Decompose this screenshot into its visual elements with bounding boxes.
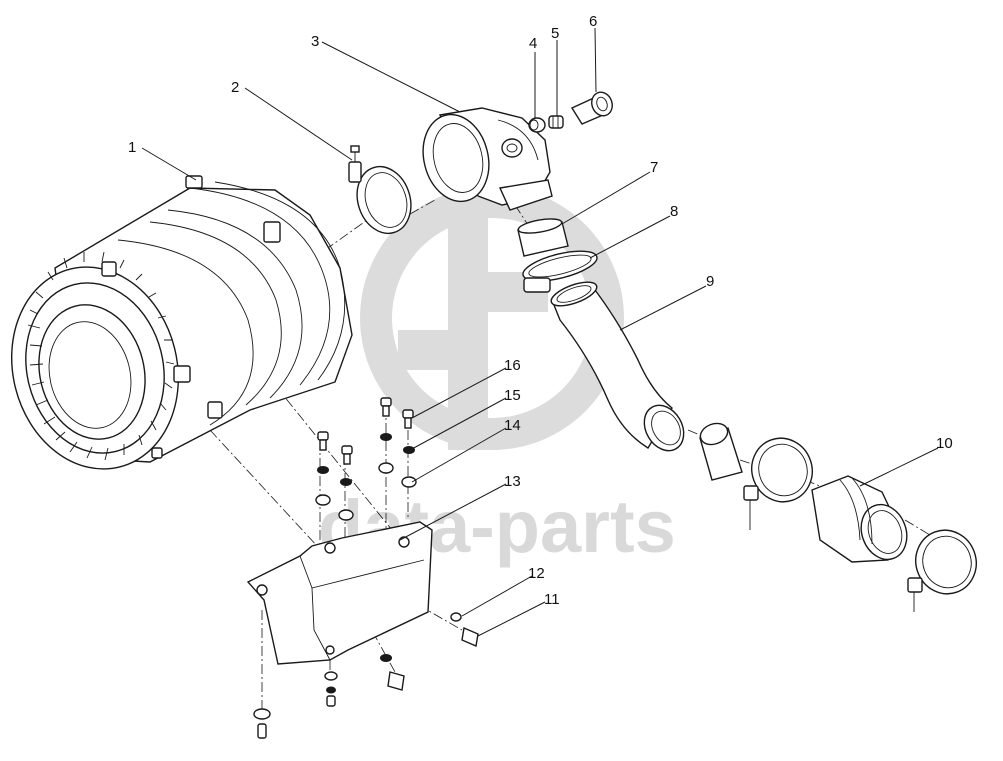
flat-washer-set[interactable]	[315, 462, 417, 521]
callout-labels: 1 2 3 4 5 6 7 8 9 10 11 12 13 14 15 16	[128, 13, 953, 608]
rubber-sleeve[interactable]	[517, 216, 569, 257]
callout-12: 12	[528, 565, 545, 582]
bolt-set-lower[interactable]	[253, 654, 405, 739]
callout-15: 15	[504, 387, 521, 404]
callout-6: 6	[589, 13, 597, 30]
hose-clamp-outlet-a[interactable]	[743, 430, 821, 530]
callout-9: 9	[706, 273, 714, 290]
hose-clamp-inlet[interactable]	[348, 145, 419, 240]
vacuator-cap[interactable]	[528, 117, 546, 133]
callout-2: 2	[231, 79, 239, 96]
callout-4: 4	[529, 35, 537, 52]
callout-8: 8	[670, 203, 678, 220]
bolt-and-washer-side[interactable]	[450, 612, 479, 647]
outlet-adapter[interactable]	[811, 475, 914, 566]
coupler-sleeve[interactable]	[697, 420, 743, 481]
hose-clamp-mid[interactable]	[520, 245, 600, 293]
bolt-set-upper[interactable]	[317, 397, 414, 465]
sleeve-indicator[interactable]	[570, 89, 616, 125]
mounting-bracket[interactable]	[246, 521, 433, 665]
callout-1: 1	[128, 139, 136, 156]
callout-7: 7	[650, 159, 658, 176]
callout-3: 3	[311, 33, 319, 50]
air-filter-housing[interactable]	[0, 175, 353, 487]
lock-washer-set[interactable]	[317, 433, 415, 486]
hose-clamp-outlet-b[interactable]	[907, 522, 985, 612]
callout-10: 10	[936, 435, 953, 452]
callout-14: 14	[504, 417, 521, 434]
fitting[interactable]	[548, 115, 564, 129]
callout-13: 13	[504, 473, 521, 490]
inlet-elbow[interactable]	[414, 107, 553, 211]
callout-16: 16	[504, 357, 521, 374]
callout-11: 11	[544, 591, 560, 608]
callout-5: 5	[551, 25, 559, 42]
leader-lines	[141, 27, 939, 637]
